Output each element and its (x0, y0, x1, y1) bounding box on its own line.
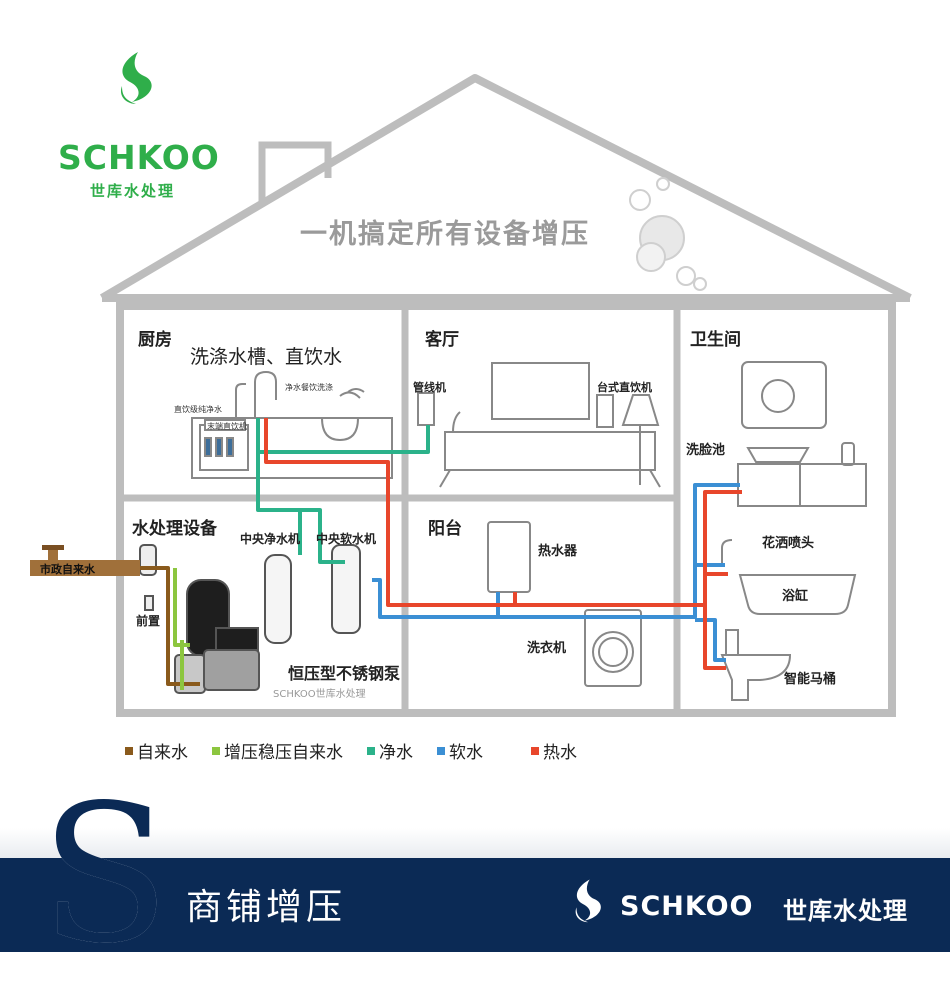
headline: 一机搞定所有设备增压 (300, 219, 590, 250)
label-bathtub: 浴缸 (782, 589, 809, 604)
balcony-drawings (487, 521, 642, 687)
label-faucet: 净水餐饮洗涤 (285, 383, 333, 392)
house-diagram (30, 74, 912, 717)
house-walls (116, 302, 896, 717)
room-title-living: 客厅 (425, 330, 459, 350)
label-direct-drink: 直饮级纯净水 (174, 405, 222, 414)
legend-item-purified: 净水 (367, 738, 413, 763)
room-title-balcony: 阳台 (428, 519, 462, 539)
label-pump: 恒压型不锈钢泵 (288, 664, 401, 683)
label-central-purifier: 中央净水机 (240, 532, 301, 546)
living-drawings (417, 362, 661, 488)
legend-label: 净水 (379, 743, 413, 763)
city-water-inlet (30, 545, 140, 576)
legend: 自来水 增压稳压自来水 净水 软水 热水 (125, 738, 577, 763)
diagram-stage: SCHKOO 世库水处理 一机搞定所有设备增压 厨房 洗涤水槽、直饮水 客厅 卫… (0, 48, 950, 970)
footer-fade (0, 828, 950, 858)
brand-wordmark: SCHKOO (58, 138, 220, 177)
label-city-water: 市政自来水 (40, 563, 95, 576)
label-shower: 花洒喷头 (762, 536, 815, 551)
kitchen-subtitle: 洗涤水槽、直饮水 (190, 346, 343, 368)
legend-item-hot: 热水 (531, 738, 577, 763)
pipe-boosted-water (173, 568, 190, 647)
label-central-softener: 中央软水机 (316, 532, 377, 546)
label-end-machine: 末端直饮机 (207, 422, 247, 431)
label-basin: 洗脸池 (686, 443, 726, 458)
label-pump-brand: SCHKOO世库水处理 (273, 689, 366, 700)
bathroom-drawings (720, 361, 867, 701)
legend-label: 增压稳压自来水 (224, 743, 343, 763)
legend-label: 自来水 (137, 743, 188, 763)
chimney (258, 141, 332, 205)
pipes (140, 418, 742, 690)
logo-icon (108, 48, 164, 110)
legend-label: 软水 (449, 743, 483, 763)
legend-label: 热水 (543, 743, 577, 763)
legend-item-soft: 软水 (437, 738, 483, 763)
brand-chinese-name: 世库水处理 (90, 182, 176, 200)
footer-brand: SCHKOO (620, 891, 754, 922)
footer-title: 商铺增压 (186, 887, 347, 928)
label-washing-machine: 洗衣机 (527, 641, 567, 656)
label-desktop-machine: 台式直饮机 (597, 381, 652, 394)
pipe-hot-water (264, 418, 517, 607)
legend-swatch (531, 746, 539, 755)
legend-item-boosted: 增压稳压自来水 (212, 738, 343, 763)
legend-swatch (367, 746, 375, 755)
label-pipeline-machine: 管线机 (413, 381, 446, 394)
pipe-soft-water (372, 578, 500, 619)
label-smart-toilet: 智能马桶 (784, 672, 837, 687)
footer-s-letter-icon: S (40, 764, 171, 985)
footer-brand-cn: 世库水处理 (783, 897, 908, 925)
roof-outline (99, 74, 912, 302)
kitchen-drawings (191, 370, 393, 479)
legend-swatch (212, 746, 220, 755)
legend-swatch (125, 746, 133, 755)
footer-banner (0, 858, 950, 952)
room-title-kitchen: 厨房 (138, 330, 172, 350)
legend-item-tap: 自来水 (125, 738, 188, 763)
label-water-heater: 热水器 (538, 544, 578, 559)
footer-logo-icon (565, 876, 611, 928)
legend-swatch (437, 746, 445, 755)
room-title-treatment: 水处理设备 (132, 519, 217, 539)
pipe-purified-water (256, 418, 302, 555)
label-prefilter: 前置 (136, 614, 161, 628)
bubbles-decoration (629, 177, 707, 291)
room-title-bathroom: 卫生间 (690, 330, 741, 350)
